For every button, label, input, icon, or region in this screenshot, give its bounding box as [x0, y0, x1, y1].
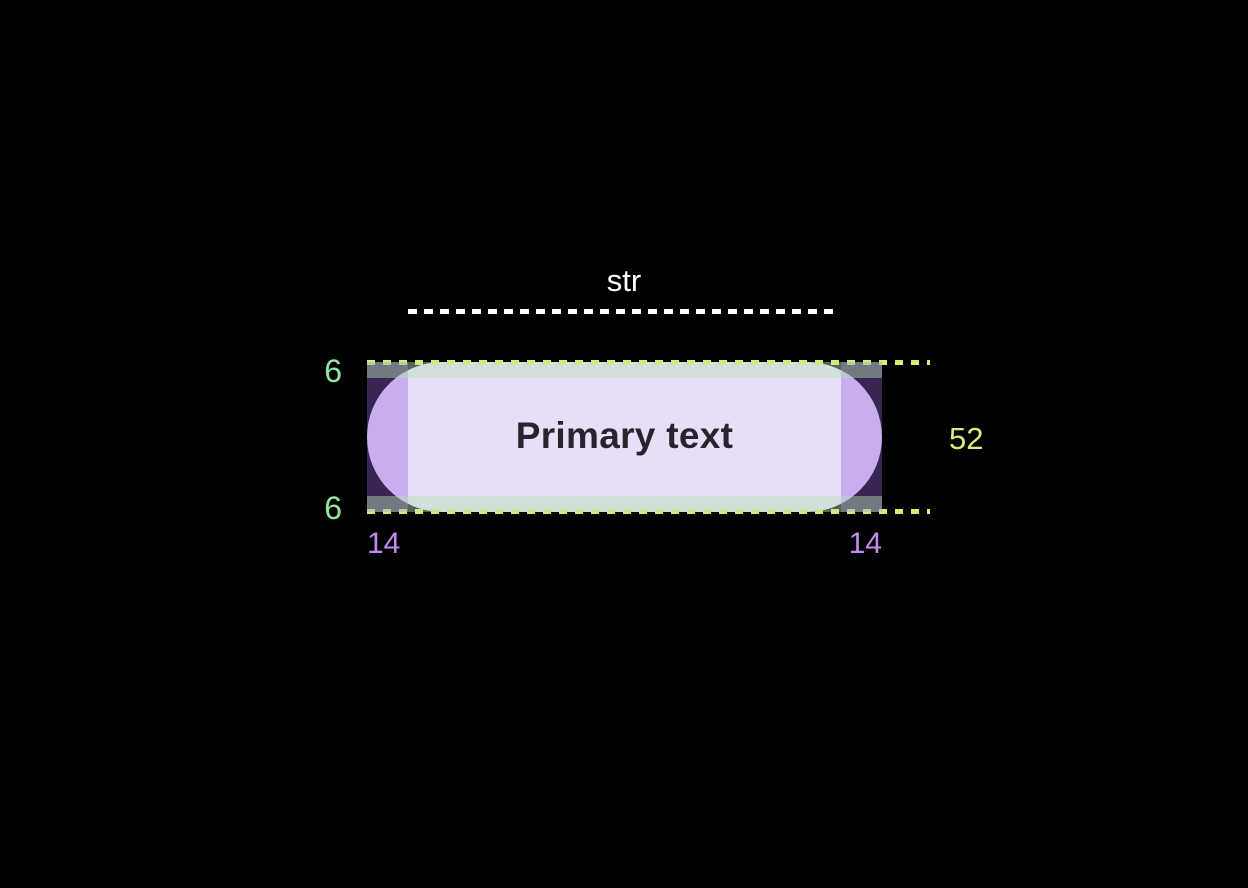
button-spec: Primary text — [367, 360, 930, 514]
padding-bottom-value: 6 — [324, 490, 342, 526]
height-value: 52 — [949, 421, 984, 456]
content-width-label: str — [606, 263, 642, 298]
padding-overlay-left — [367, 362, 408, 512]
bottom-boundary-dashed-line — [367, 509, 930, 514]
content-width-dotted-line — [408, 309, 840, 314]
button-label: Primary text — [515, 415, 734, 456]
primary-button[interactable]: Primary text — [367, 362, 882, 512]
padding-left-value: 14 — [367, 527, 401, 560]
padding-overlay-right — [841, 362, 882, 512]
padding-overlay-top — [367, 362, 882, 378]
top-boundary-dashed-line — [367, 360, 930, 365]
padding-right-value: 14 — [848, 527, 882, 560]
padding-top-value: 6 — [324, 353, 342, 389]
padding-overlay-bottom — [367, 496, 882, 512]
